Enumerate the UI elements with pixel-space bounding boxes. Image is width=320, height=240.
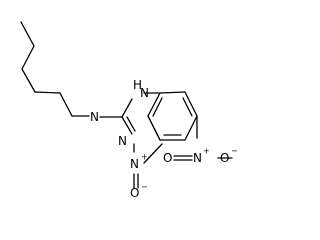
bond-ring-fusion	[147, 115, 161, 141]
triazine-ring	[99, 92, 163, 164]
chemical-structure-diagram: H N N N N + O − O N + O −	[20, 21, 238, 200]
nitro-o-bottom-charge: −	[231, 147, 238, 156]
n-oxide-n-label: N	[130, 157, 139, 171]
n-oxide-o-charge: −	[141, 183, 148, 192]
bond-hexyl-1	[20, 21, 35, 47]
bond-c5-to-c6	[184, 91, 198, 117]
n-oxide-n-charge: +	[141, 153, 148, 162]
bond-c3-to-n2	[121, 116, 133, 135]
benzene-ring	[147, 91, 198, 141]
ring-nh-n-label: N	[140, 86, 149, 100]
amine-h-label: H	[133, 78, 142, 92]
nitro-group	[173, 115, 233, 161]
bond-hexyl-5	[59, 92, 73, 117]
bond-c6-to-c7	[184, 115, 198, 141]
n-oxide-o-label: O	[130, 186, 139, 200]
bond-c3-to-n4h	[121, 98, 133, 118]
bond-c4a-to-c8a	[147, 92, 161, 117]
bond-c4a-to-c8a-inner	[152, 97, 163, 117]
bond-hexyl-2	[21, 45, 35, 70]
nitro-o-top-label: O	[163, 151, 172, 165]
ring-n-mid-label: N	[118, 134, 127, 148]
bond-c5-to-c6-inner	[182, 97, 193, 117]
bond-c3-to-n2-inner	[126, 116, 136, 132]
bond-hexyl-3	[21, 68, 36, 93]
amine-n-label: N	[90, 110, 99, 124]
bond-hexyl-4	[34, 91, 61, 94]
bond-n1-to-c8a	[143, 143, 163, 164]
nitro-n-label: N	[193, 151, 202, 165]
bond-c4a-to-c5	[159, 91, 186, 94]
nitro-o-bottom-label: O	[220, 151, 229, 165]
nitro-n-charge: +	[203, 147, 210, 156]
hexyl-chain	[20, 21, 90, 117]
